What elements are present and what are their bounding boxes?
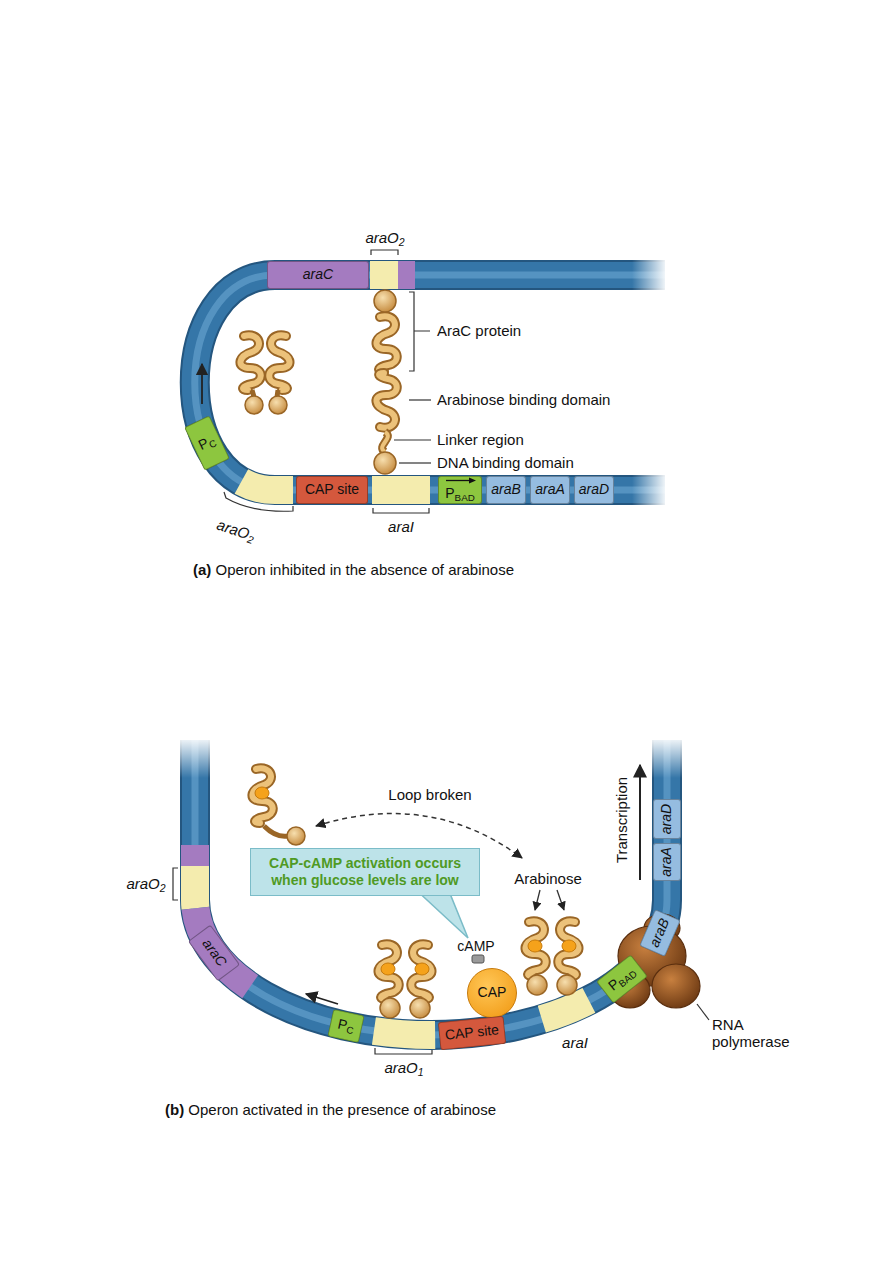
part-label: Arabinose binding domain (437, 391, 610, 408)
node-text: araB (491, 482, 521, 497)
node-text: PC (196, 433, 217, 454)
gene-segment: araB (486, 476, 526, 504)
part-label: Linker region (437, 431, 524, 448)
gene-segment: araD (574, 476, 614, 504)
binding-site: CAP site (296, 476, 368, 504)
note-label: Loop broken (388, 786, 471, 803)
process-label: Transcription (613, 777, 630, 863)
region-label: araO2 (126, 875, 165, 892)
promoter-arrow (469, 478, 476, 484)
node-text: araA (535, 482, 565, 497)
node-text: araD (659, 804, 674, 834)
panel-caption: (a) Operon inhibited in the absence of a… (193, 561, 514, 578)
node-text: CAP (478, 985, 507, 1000)
region-label: araI (388, 518, 414, 535)
node-text: CAP site (305, 482, 359, 497)
promoter-segment: PC (184, 415, 230, 470)
arac-protein (374, 290, 397, 474)
leader-lines (173, 868, 709, 1054)
node-text: araB (647, 916, 673, 949)
region-label: araO1 (384, 1059, 423, 1076)
part-label: cAMP (457, 938, 494, 954)
fade (176, 736, 214, 778)
node-text: PC (337, 1017, 356, 1036)
arac-dimer (378, 944, 431, 1018)
part-label: RNA polymerase (712, 1016, 804, 1051)
promoter-segment: PBAD (438, 476, 482, 504)
part-label: Arabinose (514, 870, 582, 887)
node-text: araD (579, 482, 609, 497)
node-text: araC (303, 267, 333, 282)
region-label: araI (562, 1034, 588, 1051)
part-label: DNA binding domain (437, 454, 574, 471)
dna-regions (195, 900, 589, 1035)
promoter-arrow (306, 994, 338, 1004)
node-text: CAP-cAMP activation occurs when glucose … (259, 855, 471, 889)
node-text: araA (659, 847, 674, 877)
callout-tail (420, 894, 468, 938)
node-text: CAP site (444, 1023, 499, 1044)
promoter-segment: PC (328, 1009, 365, 1043)
dna-region (181, 900, 209, 908)
gene-segment: araA (653, 843, 681, 881)
node-text: araC (199, 936, 229, 970)
promoter-segment: PBAD (596, 955, 648, 1004)
pointer-arrows (535, 890, 564, 910)
transcription-arrow (639, 765, 641, 880)
arac-dimer (240, 335, 289, 414)
promoter-arrow (446, 480, 470, 481)
gene-segment: araC (188, 924, 240, 981)
dna-region (542, 1000, 589, 1019)
region-label: araO2 (215, 516, 258, 545)
dna-strand (181, 740, 667, 1035)
dna-strand (195, 255, 668, 510)
gene-segment: araC (267, 261, 369, 289)
fade (648, 736, 686, 778)
arac-dimer (525, 921, 578, 995)
panel-caption: (b) Operon activated in the presence of … (165, 1101, 496, 1118)
node-text: PBAD (606, 964, 639, 994)
gene-segment: araA (530, 476, 570, 504)
cap-protein: CAP (467, 968, 517, 1018)
arac-monomer (252, 768, 305, 845)
gene-segment: araD (653, 799, 681, 839)
part-label: AraC protein (437, 322, 521, 339)
promoter-arrow (201, 364, 203, 404)
callout-tail (420, 894, 468, 938)
camp-molecule (472, 955, 484, 963)
gene-segment: araB (639, 909, 681, 957)
dna-region (374, 1031, 435, 1035)
callout-box: CAP-cAMP activation occurs when glucose … (250, 848, 480, 896)
binding-site: CAP site (438, 1016, 506, 1050)
leader-lines (224, 250, 431, 513)
region-label: araO2 (365, 229, 404, 246)
node-text: PBAD (445, 486, 475, 501)
